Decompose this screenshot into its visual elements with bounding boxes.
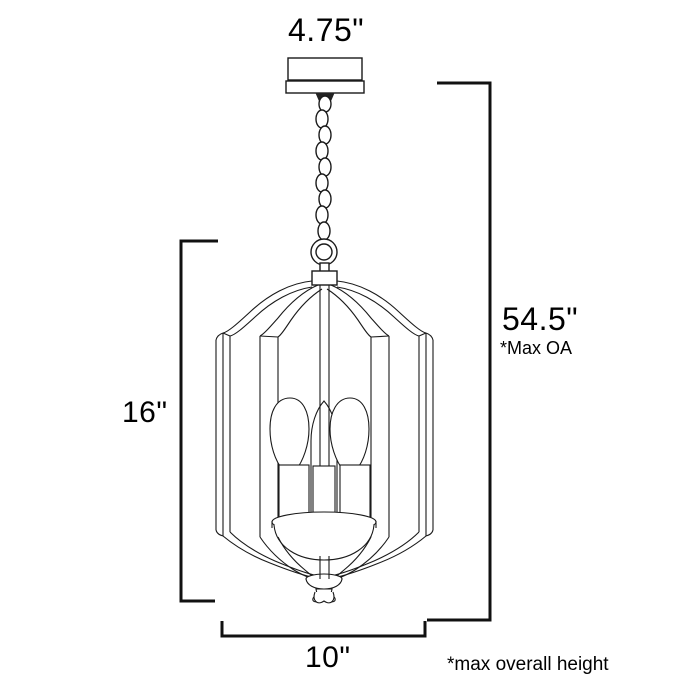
canopy [287, 57, 363, 81]
overall-height-bracket [427, 81, 492, 622]
overall-height-note-label: *Max OA [500, 338, 573, 358]
candle-left [269, 397, 310, 524]
candle-center-back [310, 400, 338, 519]
cage-edge-right [425, 332, 434, 537]
bottom-stem [319, 556, 330, 579]
body-height-bracket [179, 239, 218, 603]
cage-edge-left [215, 332, 224, 537]
bottom-finial [305, 573, 343, 604]
cage-frame-top [222, 280, 427, 338]
cage-bar-right-outer [418, 332, 427, 536]
hanging-loop [310, 238, 338, 273]
body-width-label: 10" [305, 641, 351, 674]
body-height-label: 16" [122, 396, 168, 429]
chain [315, 95, 332, 241]
body-width-bracket [220, 621, 427, 638]
cage-bar-left-outer [222, 332, 231, 536]
top-collar [311, 270, 338, 286]
footnote-text: *max overall height [447, 654, 609, 675]
cage-bar-right-inner [370, 335, 390, 537]
canopy-width-label: 4.75" [288, 12, 365, 48]
overall-height-label: 54.5" [502, 301, 579, 337]
candle-right [329, 397, 371, 524]
